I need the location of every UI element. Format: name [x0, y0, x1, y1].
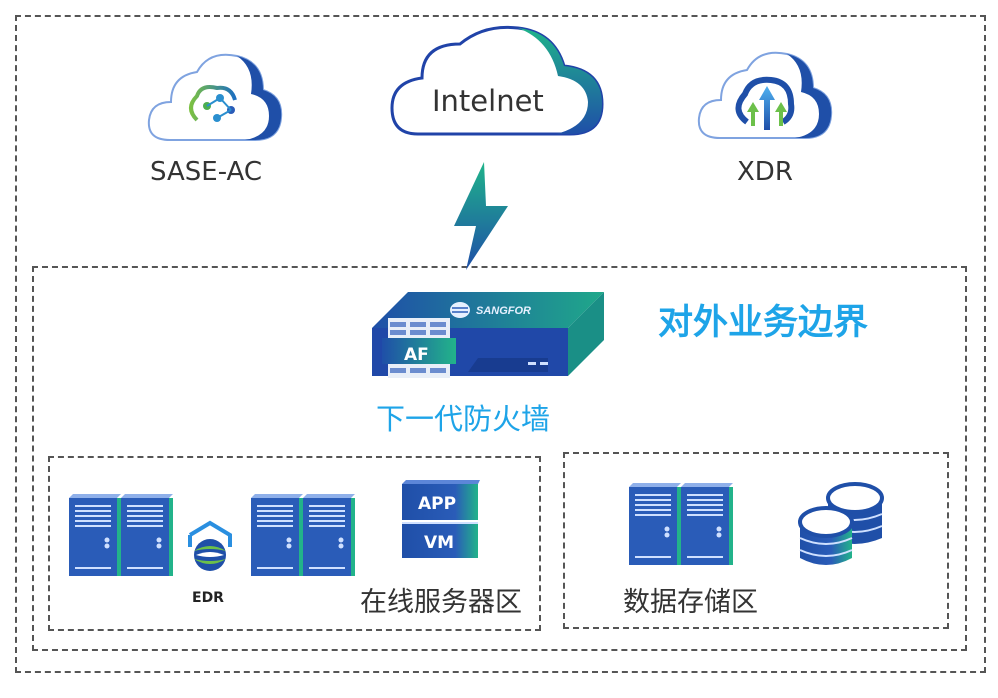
firewall-label: 下一代防火墙 — [376, 402, 551, 436]
edr-shield-icon — [188, 520, 232, 571]
app-vm-stack-icon — [402, 480, 480, 558]
server-rack-icon — [69, 494, 173, 576]
server-zone-label: 在线服务器区 — [360, 587, 522, 618]
boundary-title: 对外业务边界 — [658, 303, 869, 343]
xdr-label: XDR — [737, 157, 793, 187]
firewall-appliance-icon: SANGFOR — [372, 292, 604, 378]
edr-label: EDR — [192, 590, 224, 606]
online-server-zone — [48, 456, 541, 631]
database-icon — [798, 482, 884, 565]
sase-ac-label: SASE-AC — [150, 157, 262, 187]
af-badge: AF — [404, 345, 429, 365]
brand-text: SANGFOR — [476, 305, 531, 317]
xdr-cloud-icon — [697, 51, 833, 139]
outer-boundary — [15, 15, 986, 673]
app-label: APP — [418, 494, 457, 514]
internet-label: Intelnet — [432, 84, 544, 118]
lightning-icon — [454, 162, 508, 270]
external-business-boundary — [32, 266, 967, 651]
server-rack-icon — [251, 494, 355, 576]
storage-rack-icon — [629, 483, 733, 565]
data-storage-zone — [563, 452, 949, 629]
internet-cloud-icon — [390, 25, 604, 136]
vm-label: VM — [424, 533, 455, 553]
sase-cloud-icon — [147, 53, 283, 141]
storage-zone-label: 数据存储区 — [623, 587, 758, 618]
